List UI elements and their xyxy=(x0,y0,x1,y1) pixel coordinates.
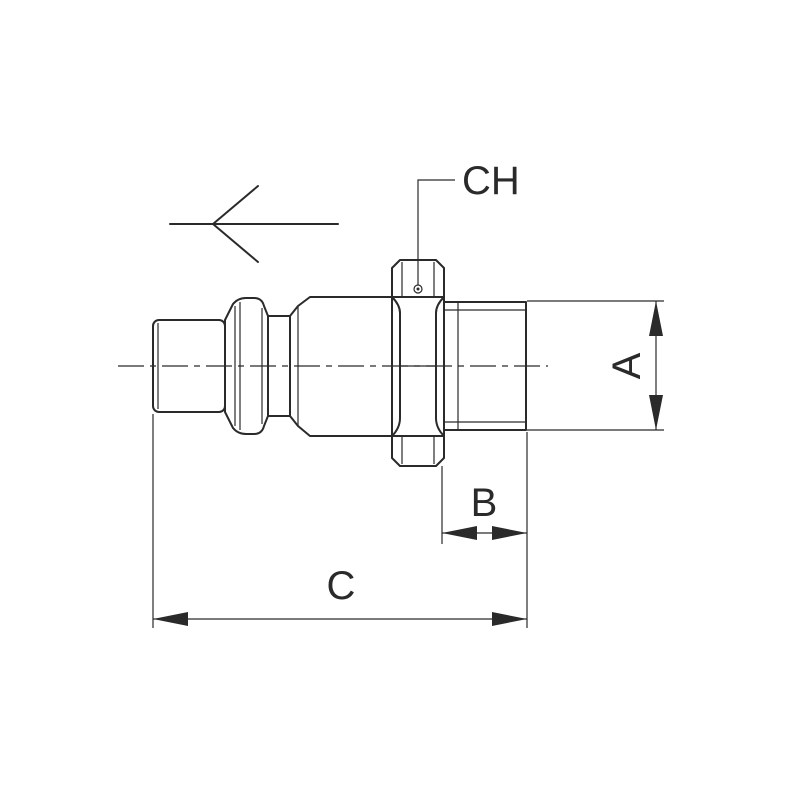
diameter-label: A xyxy=(605,352,649,379)
hex-size-leader xyxy=(417,179,455,285)
flow-direction-arrow-icon xyxy=(169,185,339,263)
overall-length-label: C xyxy=(327,564,356,608)
thread-length-label: B xyxy=(471,481,498,525)
hex-nut xyxy=(391,259,445,467)
plug-collar xyxy=(224,297,291,435)
thread-length-dimension xyxy=(441,432,528,628)
overall-length-dimension xyxy=(152,414,527,628)
threaded-end xyxy=(443,301,527,431)
diameter-dimension xyxy=(527,300,664,431)
hex-size-label: CH xyxy=(462,159,520,203)
